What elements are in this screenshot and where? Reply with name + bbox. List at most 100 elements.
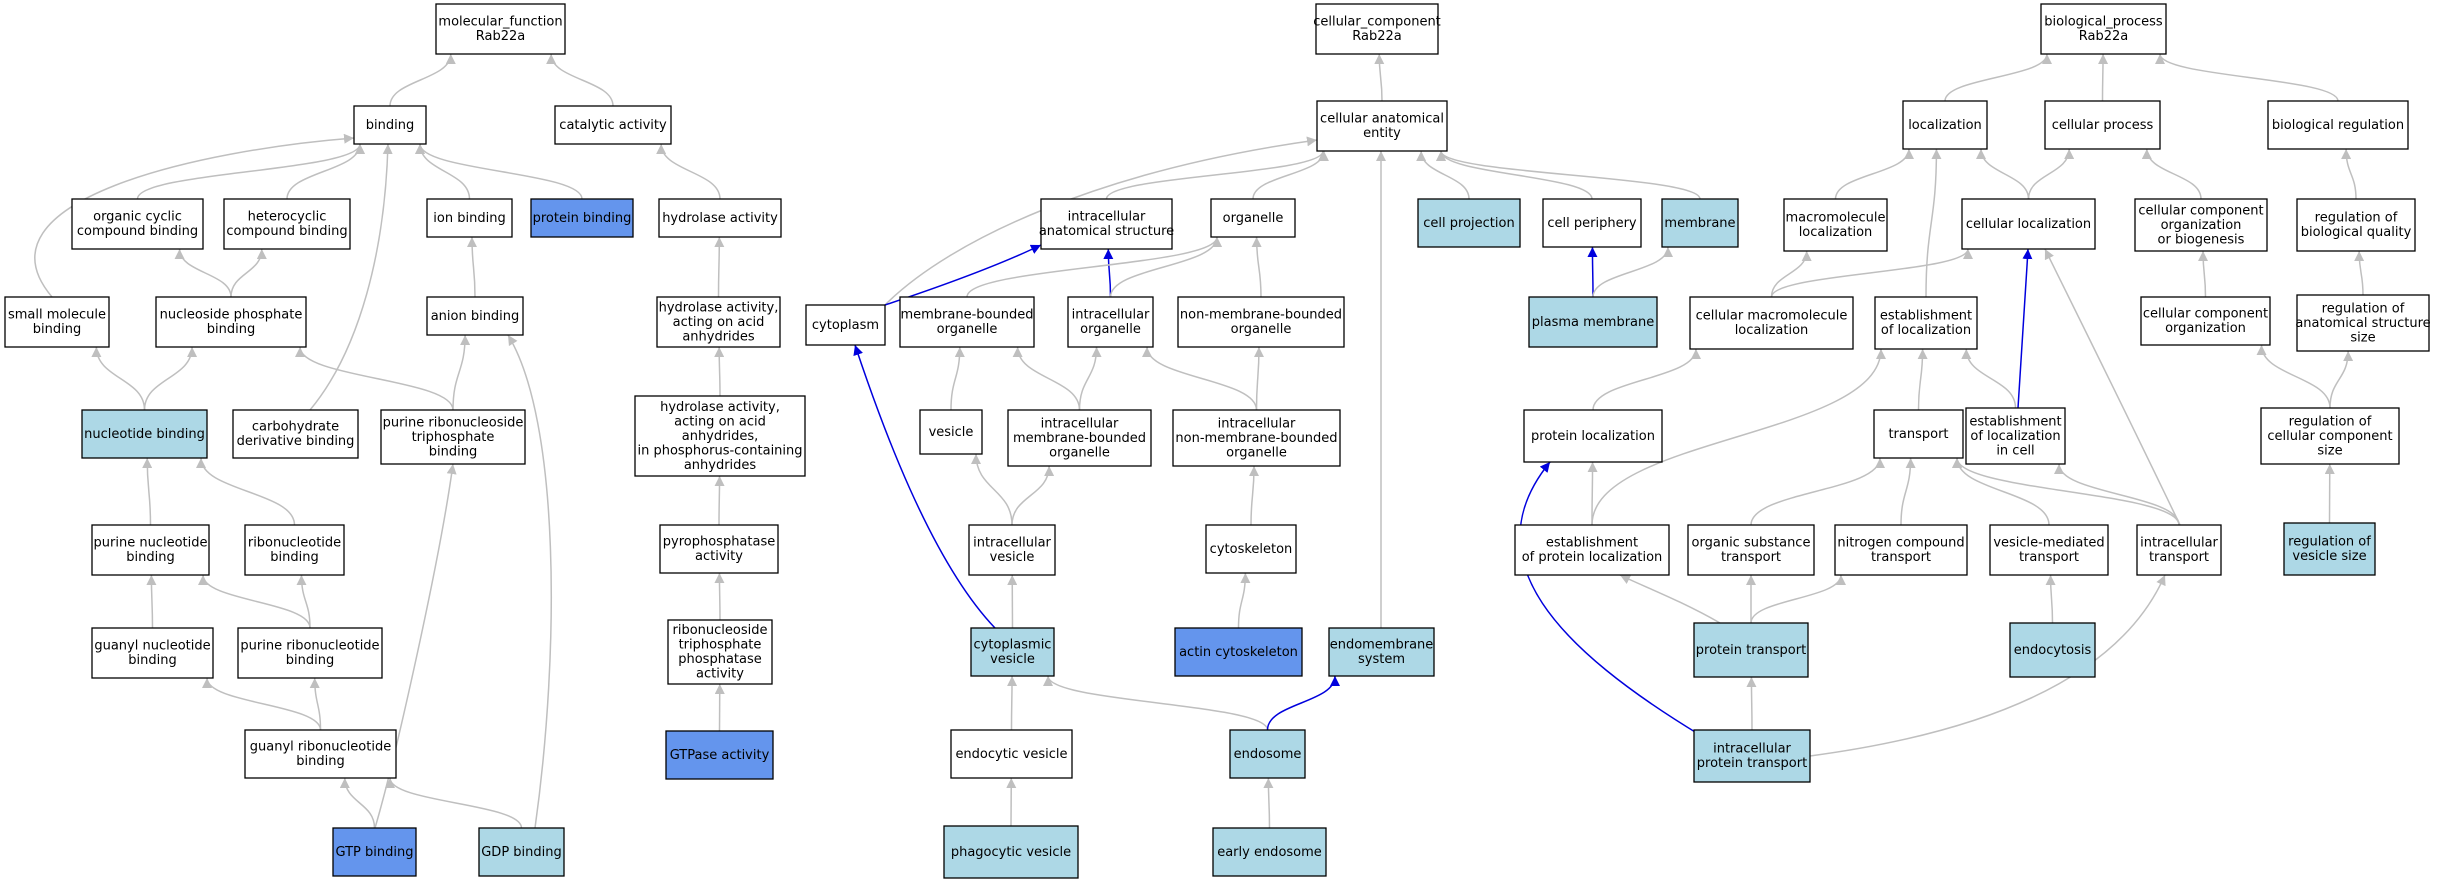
term-node-phagocytic-vesicle[interactable]: phagocytic vesicle [943, 825, 1079, 879]
edge-cell_projection-to-cae [1416, 150, 1470, 200]
edge-binding-to-mf_root [389, 53, 456, 107]
term-node-endocytosis[interactable]: endocytosis [2009, 622, 2096, 678]
term-node-gdp-binding[interactable]: GDP binding [478, 827, 565, 877]
term-node-hydrolase-anhydrides[interactable]: hydrolase activity,acting on acidanhydri… [656, 296, 781, 348]
term-node-ion-binding[interactable]: ion binding [426, 198, 513, 238]
term-label-line: cellular localization [1966, 217, 2091, 232]
term-label-line: cellular component [2138, 203, 2263, 218]
edge-hydrolase_anhydrides-to-hydrolase [714, 236, 725, 298]
term-node-anion-binding[interactable]: anion binding [426, 296, 524, 336]
term-node-cell-projection[interactable]: cell projection [1417, 198, 1521, 248]
edge-cellular_macromolecule_localization-to-macromolecule_localization [1770, 250, 1812, 298]
term-node-vesicle[interactable]: vesicle [919, 409, 983, 455]
term-node-cellular-localization[interactable]: cellular localization [1961, 198, 2096, 250]
term-node-catalytic[interactable]: catalytic activity [554, 105, 672, 145]
term-node-localization[interactable]: localization [1902, 100, 1988, 150]
term-label-line: binding [33, 322, 81, 337]
term-node-binding[interactable]: binding [353, 105, 427, 145]
term-box [223, 198, 351, 250]
term-node-biological-regulation[interactable]: biological regulation [2267, 100, 2409, 150]
term-label-line: biological regulation [2272, 118, 2404, 133]
term-node-organelle[interactable]: organelle [1210, 198, 1296, 238]
term-node-plasma-membrane[interactable]: plasma membrane [1528, 296, 1658, 348]
edge-protein_transport-to-establishment_protein_localization [1619, 574, 1721, 624]
term-box [2267, 100, 2409, 150]
term-node-protein-binding[interactable]: protein binding [530, 198, 634, 238]
edge-endocytosis-to-vesicle_mediated_transport [2045, 574, 2056, 624]
term-node-gtp-binding[interactable]: GTP binding [332, 827, 417, 877]
term-box [91, 627, 214, 679]
term-node-hydrolase-phosphorus[interactable]: hydrolase activity,acting on acidanhydri… [634, 395, 806, 477]
edge-layer [34, 53, 2365, 829]
term-node-inmbo[interactable]: intracellularnon-membrane-boundedorganel… [1172, 409, 1341, 467]
term-node-membrane[interactable]: membrane [1661, 198, 1739, 248]
edge-reg_cc_size-to-cco [2256, 344, 2331, 409]
term-node-protein-transport[interactable]: protein transport [1693, 622, 1809, 678]
term-node-early-endosome[interactable]: early endosome [1212, 827, 1327, 877]
edge-biological_regulation-to-bp_root [2155, 53, 2339, 102]
term-node-cell-periphery[interactable]: cell periphery [1542, 198, 1642, 248]
term-node-ribonucleoside-tp-phosphatase[interactable]: ribonucleosidetriphosphatephosphataseact… [667, 619, 773, 685]
term-node-transport[interactable]: transport [1873, 409, 1964, 459]
term-label-line: biological_process [2044, 15, 2163, 30]
term-node-hydrolase[interactable]: hydrolase activity [658, 198, 782, 238]
term-node-cytoplasm[interactable]: cytoplasm [805, 304, 886, 346]
edge-ribonucleoside_tp_phosphatase-to-pyrophosphatase [714, 572, 725, 621]
term-label-line: organelle [1223, 211, 1284, 226]
term-label-line: localization [1799, 225, 1873, 240]
term-node-endosome[interactable]: endosome [1229, 729, 1306, 779]
term-node-nucleotide-binding[interactable]: nucleotide binding [81, 409, 208, 459]
term-node-cellular-process[interactable]: cellular process [2044, 100, 2161, 150]
term-node-cytoskeleton[interactable]: cytoskeleton [1205, 524, 1297, 574]
term-label-line: organelle [1231, 322, 1292, 337]
term-node-endocytic-vesicle[interactable]: endocytic vesicle [950, 729, 1073, 779]
term-node-gtpase[interactable]: GTPase activity [665, 730, 774, 780]
term-box [1687, 524, 1815, 576]
term-label-line: intracellular [2140, 536, 2218, 551]
term-label-line: localization [1908, 118, 1982, 133]
term-node-protein-localization[interactable]: protein localization [1523, 409, 1663, 463]
term-node-actin-cytoskeleton[interactable]: actin cytoskeleton [1174, 627, 1303, 677]
term-label-line: size [2317, 443, 2342, 458]
